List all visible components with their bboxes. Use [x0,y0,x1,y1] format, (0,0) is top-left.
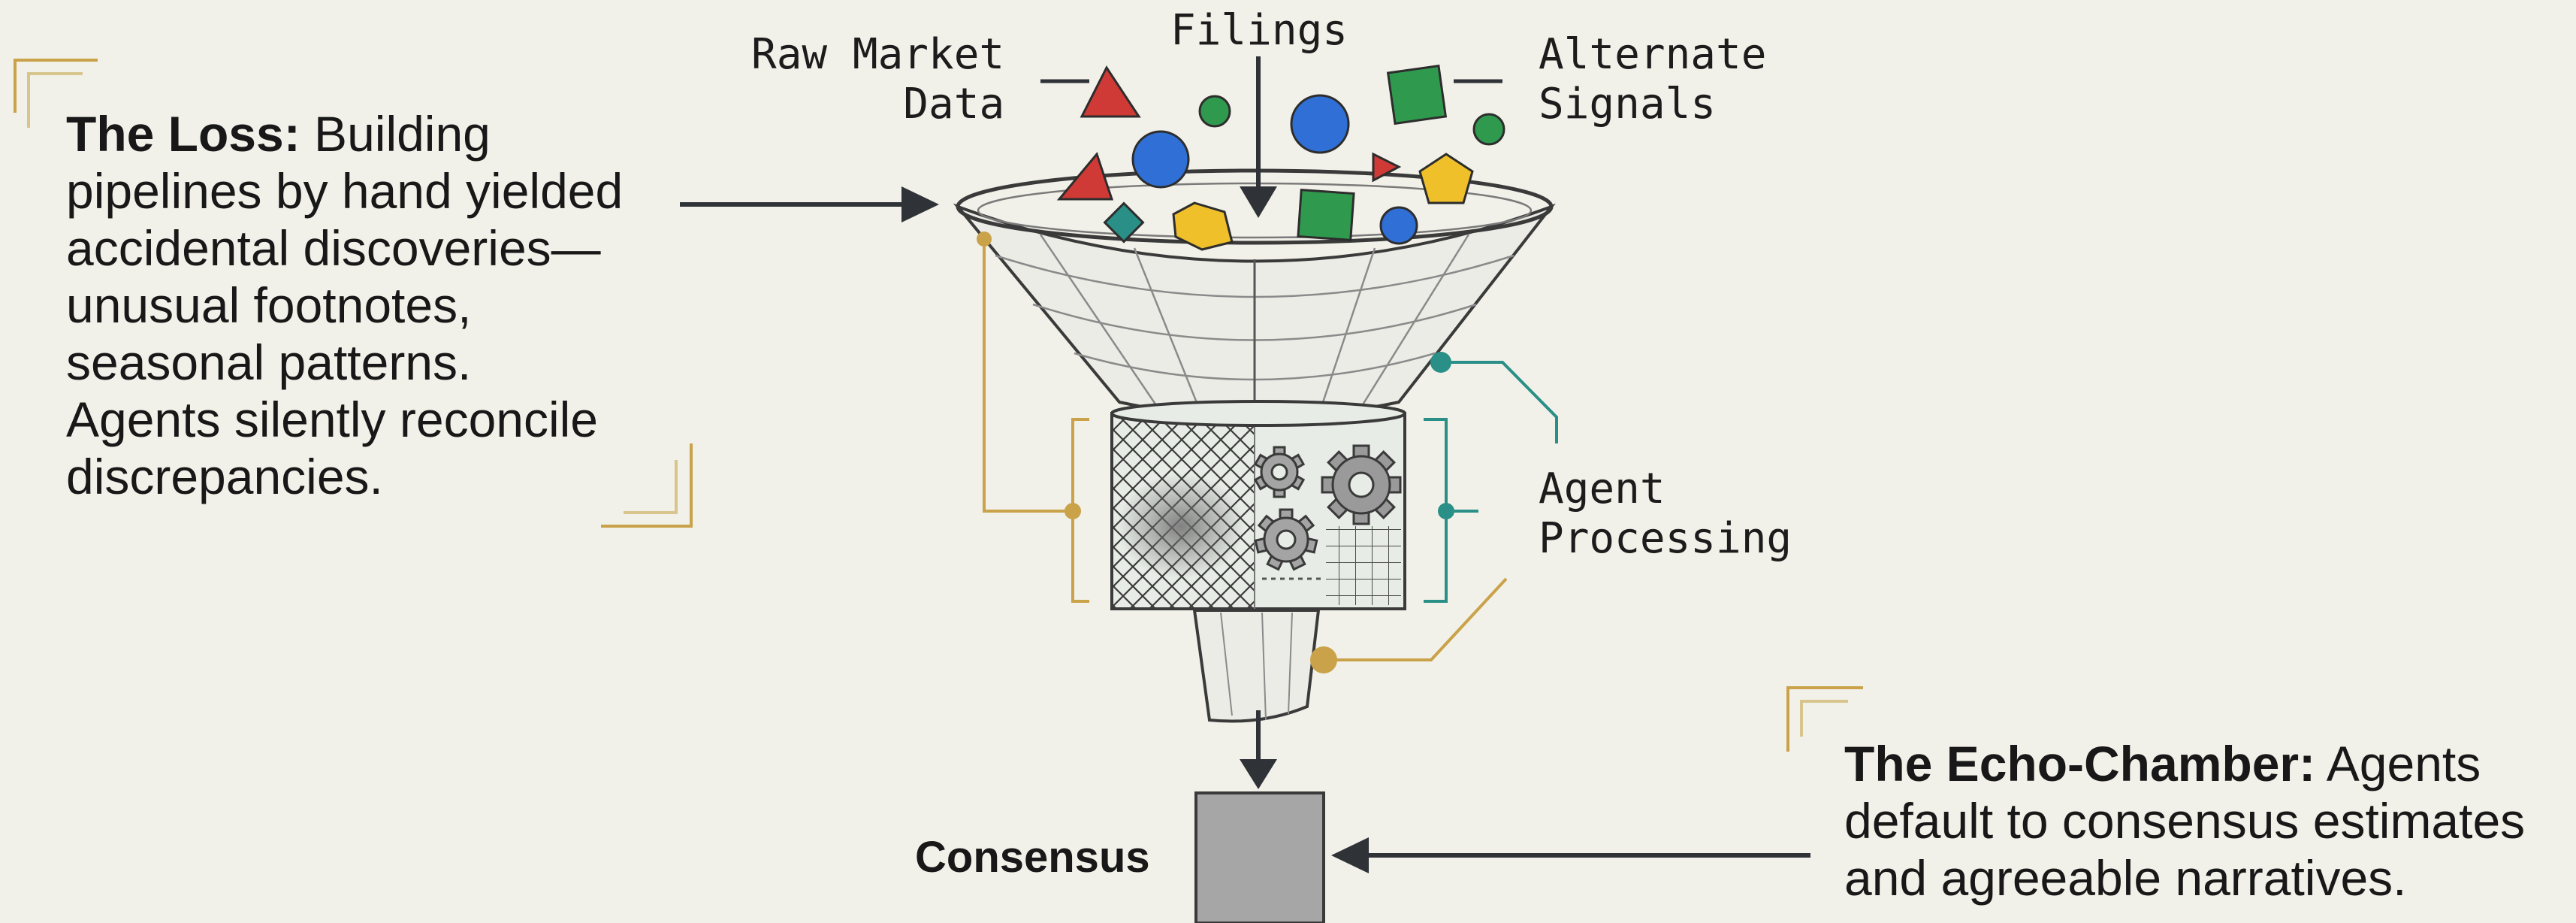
yellow-pentagon-shape [1418,153,1474,204]
funnel-spout [1192,609,1321,723]
echo-callout-first-line-rest: Agents [2326,736,2481,791]
echo-callout-line: and agreeable narratives. [1844,850,2407,906]
red-small-triangle-shape [1372,152,1402,183]
loss-callout: The Loss: Building pipelines by hand yie… [66,105,682,505]
yellow-hex-shape [1172,201,1234,251]
loss-callout-line: Agents silently reconcile [66,392,599,447]
red-triangle-shape [1080,65,1141,118]
output-arrow [1240,710,1277,789]
loss-callout-line: accidental discoveries— [66,220,601,276]
corner-bracket-loss-bottom [601,443,693,528]
raw-market-data-label: Raw Market Data [751,30,1004,129]
loss-callout-line: pipelines by hand yielded [66,163,624,219]
loss-callout-first-line-rest: Building [314,106,491,162]
echo-callout-line: default to consensus estimates [1844,793,2526,849]
consensus-label: Consensus [915,833,1150,882]
loss-callout-line: unusual footnotes, [66,277,472,333]
echo-callout-heading: The Echo-Chamber: [1844,736,2316,791]
echo-callout-first-line: The Echo-Chamber: Agents [1844,735,2565,792]
blue-circle-shape-left [1131,130,1190,189]
loss-callout-first-line: The Loss: Building [66,105,682,162]
loss-callout-line: seasonal patterns. [66,334,472,390]
agent-processing-connectors [1424,352,1558,603]
filings-label: Filings [1170,6,1348,55]
agent-processing-line-2: Processing [1539,514,1792,563]
alternate-signals-label: Alternate Signals [1539,30,1766,129]
loss-arrow [680,186,939,222]
gear-icon [1321,444,1402,525]
agent-processing-label: Agent Processing [1539,465,1792,564]
agent-processing-line-1: Agent [1539,465,1665,513]
blue-circle-shape [1290,94,1350,154]
loss-callout-line: discrepancies. [66,449,383,504]
raw-market-data-line-1: Raw Market [751,30,1005,79]
green-dot-shape-right [1472,113,1505,146]
funnel-rim [956,168,1554,245]
consensus-box [1194,791,1325,923]
gear-icon-small-top [1253,446,1306,498]
processing-gold-connector [1310,577,1508,673]
green-square-shape [1386,64,1448,126]
teal-diamond-shape [1103,201,1145,244]
alternate-signals-line-2: Signals [1539,80,1717,129]
raw-market-data-line-2: Data [903,80,1005,129]
green-dot-shape [1198,95,1231,128]
data-shapes [1056,64,1505,251]
green-square-shape-center [1297,189,1355,241]
funnel-mesh [995,234,1514,417]
blue-dot-shape [1379,206,1418,245]
loss-callout-heading: The Loss: [66,106,300,162]
corner-bracket-echo [1786,686,1863,752]
alternate-signals-line-1: Alternate [1539,30,1767,79]
echo-arrow [1331,837,1810,873]
loss-connectors [977,232,1089,603]
red-triangle-shape-left [1056,151,1114,201]
echo-chamber-callout: The Echo-Chamber: Agents default to cons… [1844,735,2565,906]
corner-bracket-loss-top [14,59,98,128]
gear-icon-small-bottom [1254,508,1318,571]
filings-arrow [1240,56,1277,218]
funnel [953,168,1556,419]
